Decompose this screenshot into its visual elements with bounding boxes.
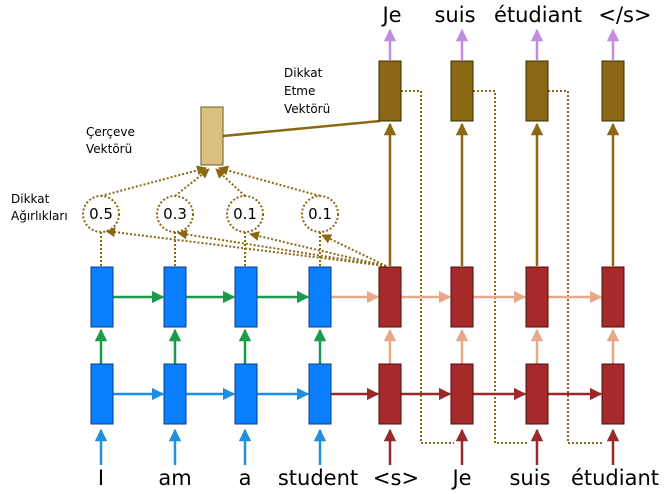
encoder-cell [234,266,258,328]
svg-text:Ağırlıkları: Ağırlıkları [11,209,68,223]
input-tokens: I am a student <s> Je suis étudiant [98,466,659,490]
attention-weight-value: 0.1 [308,205,332,223]
source-token: am [158,466,191,490]
attention-weight-value: 0.1 [233,205,257,223]
encoder-layer2-cells [90,266,332,328]
output-token: étudiant [494,3,582,27]
output-token: </s> [598,3,651,27]
encoder-cell [90,266,114,328]
attention-weights-label: Dikkat Ağırlıkları [11,192,68,223]
svg-text:Vektörü: Vektörü [86,142,132,156]
decoder-cell [525,363,549,425]
encoder-cell [234,363,258,425]
encoder-layer1-cells [90,363,332,425]
target-input-token: étudiant [571,466,659,490]
context-to-attention-line [222,119,381,138]
attention-vector-cell [601,60,625,122]
attention-score-lines [100,165,387,267]
feed-line-2 [473,90,528,444]
output-token: suis [434,3,475,27]
weight-circle [82,195,120,233]
attention-weight-value: 0.3 [163,205,187,223]
output-token: Je [380,3,401,27]
source-token: a [239,466,252,490]
decoder-to-attention-arrows [383,122,620,266]
attention-vector-cells [378,60,625,122]
source-token: I [98,466,104,490]
svg-text:Dikkat: Dikkat [284,66,323,80]
decoder-cell [378,363,402,425]
weight-circle [226,195,264,233]
encoder-cell [90,363,114,425]
svg-text:Çerçeve: Çerçeve [86,125,135,139]
encoder-cell [308,266,332,328]
svg-text:Vektörü: Vektörü [284,102,330,116]
decoder-layer2-cells [378,266,625,328]
decoder-cell [601,363,625,425]
attention-vector-label: Dikkat Etme Vektörü [284,66,330,116]
svg-text:Etme: Etme [284,84,315,98]
source-token: student [278,466,358,490]
layer-connection-arrows [94,328,620,364]
encoder-cell [163,266,187,328]
context-vector-label: Çerçeve Vektörü [86,125,135,156]
feed-input-lines [401,90,602,444]
weight-circle [156,195,194,233]
weight-circle [301,195,339,233]
output-arrows [383,28,620,60]
attention-weight-value: 0.5 [89,205,113,223]
attention-vector-cell [450,60,474,122]
decoder-cell [450,363,474,425]
svg-text:Dikkat: Dikkat [11,192,50,206]
feed-line-1 [401,90,454,444]
encoder-cell [308,363,332,425]
encoder-cell [163,363,187,425]
context-vector-cell [200,106,224,166]
output-tokens: Je suis étudiant </s> [380,3,651,27]
attention-weight-circles [82,195,339,233]
attention-weight-values: 0.5 0.3 0.1 0.1 [89,205,332,223]
target-input-token: suis [509,466,550,490]
target-input-token: Je [450,466,471,490]
decoder-cell [601,266,625,328]
target-input-token: <s> [373,466,419,490]
decoder-cell [525,266,549,328]
feed-line-3 [548,90,602,444]
decoder-cell [450,266,474,328]
attention-vector-cell [378,60,402,122]
attention-vector-cell [525,60,549,122]
decoder-layer1-cells [378,363,625,425]
decoder-cell [378,266,402,328]
input-arrows [94,428,620,465]
